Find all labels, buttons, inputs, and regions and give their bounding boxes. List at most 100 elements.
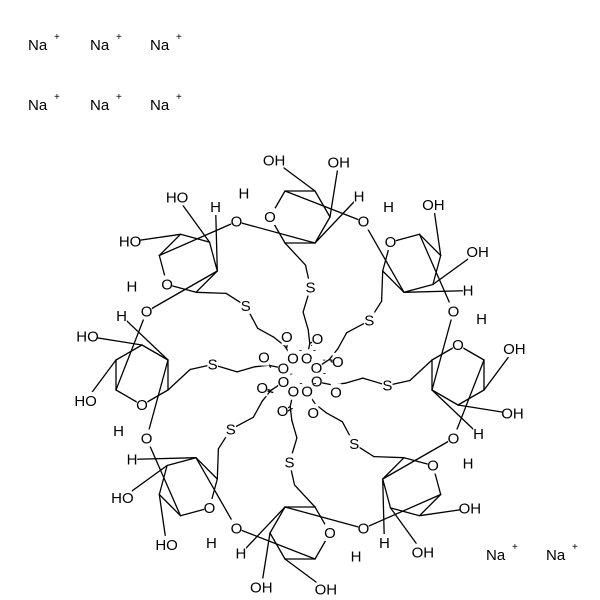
ring-bond <box>431 389 459 406</box>
label-backdrop <box>288 382 299 400</box>
ring-oxygen: O <box>385 234 397 251</box>
svg-text:+: + <box>176 32 182 43</box>
hydrogen-bond <box>214 206 218 272</box>
label-backdrop <box>503 404 522 422</box>
label-backdrop <box>311 358 322 376</box>
label-backdrop <box>383 197 394 215</box>
linker-bond <box>325 412 343 423</box>
label-backdrop <box>204 498 215 516</box>
glycosidic-bond <box>145 270 218 313</box>
ring-bond <box>141 344 169 361</box>
ring-bond <box>115 344 143 361</box>
svg-text:Na: Na <box>28 97 48 114</box>
label-backdrop <box>358 212 369 230</box>
glycosidic-oxygen: O <box>448 304 460 321</box>
hydroxyl-bond <box>329 161 340 218</box>
carbonyl-oxygen: O <box>256 380 268 397</box>
carboxylate-oxygen: O <box>278 374 290 391</box>
glycosidic-bond <box>235 527 316 560</box>
label-backdrop <box>476 309 487 327</box>
ring-oxygen: O <box>136 397 148 414</box>
hydroxyl-group: HO <box>155 537 178 554</box>
thioether-sulfur: S <box>305 280 315 297</box>
thioether-sulfur: S <box>284 454 294 471</box>
label-backdrop <box>324 524 336 541</box>
ring-bond <box>382 270 405 293</box>
anion-charge: - <box>299 379 302 390</box>
sodium-ion: Na+ <box>486 542 518 564</box>
hydroxyl-group: OH <box>315 581 338 598</box>
hydrogen-atom: H <box>463 456 474 473</box>
hydrogen-atom: H <box>210 199 221 216</box>
hydrogen-atom: H <box>235 546 246 563</box>
glycosidic-bond <box>431 310 455 391</box>
label-backdrop <box>231 519 242 537</box>
svg-text:+: + <box>176 92 182 103</box>
label-backdrop <box>330 383 342 401</box>
label-backdrop <box>264 208 276 225</box>
anion-charge: - <box>323 369 326 380</box>
svg-text:Na: Na <box>90 97 110 114</box>
ring-bond <box>382 478 392 509</box>
linker-bond <box>195 291 227 295</box>
ring-oxygen: O <box>204 500 216 517</box>
thioether-sulfur: S <box>241 298 251 315</box>
macrocycle-bonds <box>84 159 516 591</box>
carbonyl-oxygen: O <box>330 384 342 401</box>
hydrogen-bond <box>120 315 169 361</box>
label-backdrop <box>287 349 299 367</box>
svg-text:+: + <box>54 32 60 43</box>
label-backdrop <box>473 425 484 443</box>
sodium-ion-group: Na+ Na+ Na+ Na+ Na+ Na+ Na+ Na+ <box>28 32 578 564</box>
label-backdrop <box>225 420 236 438</box>
label-backdrop <box>113 422 124 440</box>
hydroxyl-group: HO <box>76 328 99 345</box>
glycosidic-oxygen: O <box>141 431 153 448</box>
label-backdrop <box>141 302 152 320</box>
hydroxyl-group: HO <box>74 393 97 410</box>
label-backdrop <box>78 327 97 345</box>
label-backdrop <box>382 376 393 394</box>
label-backdrop <box>504 340 524 358</box>
ring-oxygen: O <box>264 209 276 226</box>
glycosidic-bond <box>284 506 365 530</box>
ring-bond <box>269 506 286 534</box>
ring-bond <box>314 216 331 244</box>
glycosidic-oxygen: O <box>358 214 370 231</box>
hydrogen-bond <box>131 457 197 461</box>
glycosidic-bond <box>382 437 455 480</box>
hydroxyl-group: OH <box>503 341 526 358</box>
carbonyl-oxygen: O <box>307 405 319 422</box>
hydrogen-atom: H <box>206 535 217 552</box>
glycosidic-oxygen: O <box>141 304 153 321</box>
anion-charge: - <box>299 346 302 357</box>
thioether-sulfur: S <box>364 313 374 330</box>
ring-bond <box>166 457 197 467</box>
ring-bond <box>382 457 405 480</box>
glycosidic-oxygen: O <box>231 214 243 231</box>
ring-bond <box>418 233 442 257</box>
label-backdrop <box>251 578 271 596</box>
hydroxyl-group: OH <box>501 406 524 423</box>
hydroxyl-bond <box>432 204 442 257</box>
sodium-ion: Na + <box>28 32 60 54</box>
hydrogen-atom: H <box>351 549 362 566</box>
ring-bond <box>158 493 182 517</box>
label-backdrop <box>257 379 268 397</box>
linker-bond <box>216 448 220 480</box>
ring-bond <box>269 532 286 560</box>
label-backdrop <box>206 534 217 552</box>
label-backdrop <box>312 330 323 347</box>
label-backdrop <box>460 499 480 517</box>
carboxylate-oxygen: O <box>311 360 323 377</box>
svg-text:Na: Na <box>28 37 48 54</box>
sodium-ion: Na+ <box>546 542 578 564</box>
svg-text:Na: Na <box>486 547 506 564</box>
linker-bond <box>284 242 307 266</box>
ring-bond <box>403 283 434 293</box>
label-backdrop <box>349 435 360 453</box>
hydroxyl-bond <box>260 532 271 589</box>
ring-oxygen: O <box>161 277 173 294</box>
glycosidic-oxygen: O <box>358 520 370 537</box>
